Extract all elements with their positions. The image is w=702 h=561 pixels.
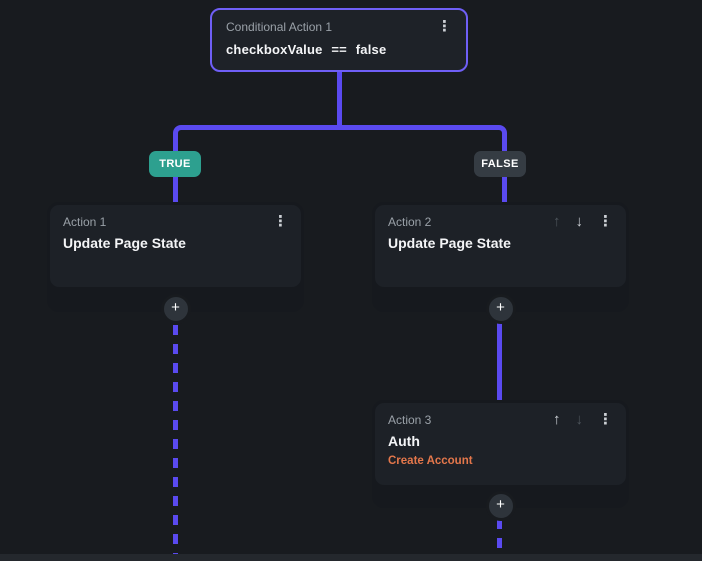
action-card-2[interactable]: Action 2 ↑ ↓ ⋮ Update Page State + <box>372 202 629 324</box>
kebab-menu-icon[interactable]: ⋮ <box>598 411 613 428</box>
action-1-title: Update Page State <box>63 235 186 251</box>
true-branch-label: TRUE <box>159 158 191 170</box>
conditional-card-label: Conditional Action 1 <box>226 20 333 34</box>
action-card-2-body[interactable]: Action 2 ↑ ↓ ⋮ Update Page State <box>375 205 626 287</box>
false-branch-badge: FALSE <box>474 151 526 177</box>
action-2-label: Action 2 <box>388 215 432 229</box>
kebab-menu-icon[interactable]: ⋮ <box>598 213 613 230</box>
kebab-menu-icon[interactable]: ⋮ <box>437 18 452 35</box>
action-card-3[interactable]: Action 3 ↑ ↓ ⋮ Auth Create Account + <box>372 400 629 521</box>
action-3-label: Action 3 <box>388 413 432 427</box>
conditional-expression: checkboxValue == false <box>226 42 387 57</box>
action-card-1[interactable]: Action 1 ⋮ Update Page State + <box>47 202 304 324</box>
bottom-panel-edge <box>0 554 702 561</box>
move-down-icon[interactable]: ↓ <box>575 213 584 230</box>
move-down-icon[interactable]: ↓ <box>575 411 584 428</box>
action-1-label: Action 1 <box>63 215 107 229</box>
connector-conditional-stem <box>337 71 342 128</box>
kebab-menu-icon[interactable]: ⋮ <box>273 213 288 230</box>
connector-true-branch-dashed <box>173 325 178 554</box>
action-card-1-body[interactable]: Action 1 ⋮ Update Page State <box>50 205 301 287</box>
false-branch-label: FALSE <box>481 158 519 170</box>
true-branch-badge: TRUE <box>149 151 201 177</box>
action-3-subtitle: Create Account <box>388 455 473 467</box>
connector-action2-to-action3 <box>497 308 502 402</box>
conditional-action-card[interactable]: Conditional Action 1 ⋮ checkboxValue == … <box>210 8 468 72</box>
action-card-3-body[interactable]: Action 3 ↑ ↓ ⋮ Auth Create Account <box>375 403 626 485</box>
action-3-title: Auth <box>388 433 420 449</box>
move-up-icon[interactable]: ↑ <box>553 213 561 230</box>
action-2-title: Update Page State <box>388 235 511 251</box>
add-action-button[interactable]: + <box>160 294 191 324</box>
move-up-icon[interactable]: ↑ <box>553 411 561 428</box>
add-action-button[interactable]: + <box>485 294 516 324</box>
connector-false-branch-dashed <box>497 519 502 554</box>
add-action-button[interactable]: + <box>485 491 516 521</box>
